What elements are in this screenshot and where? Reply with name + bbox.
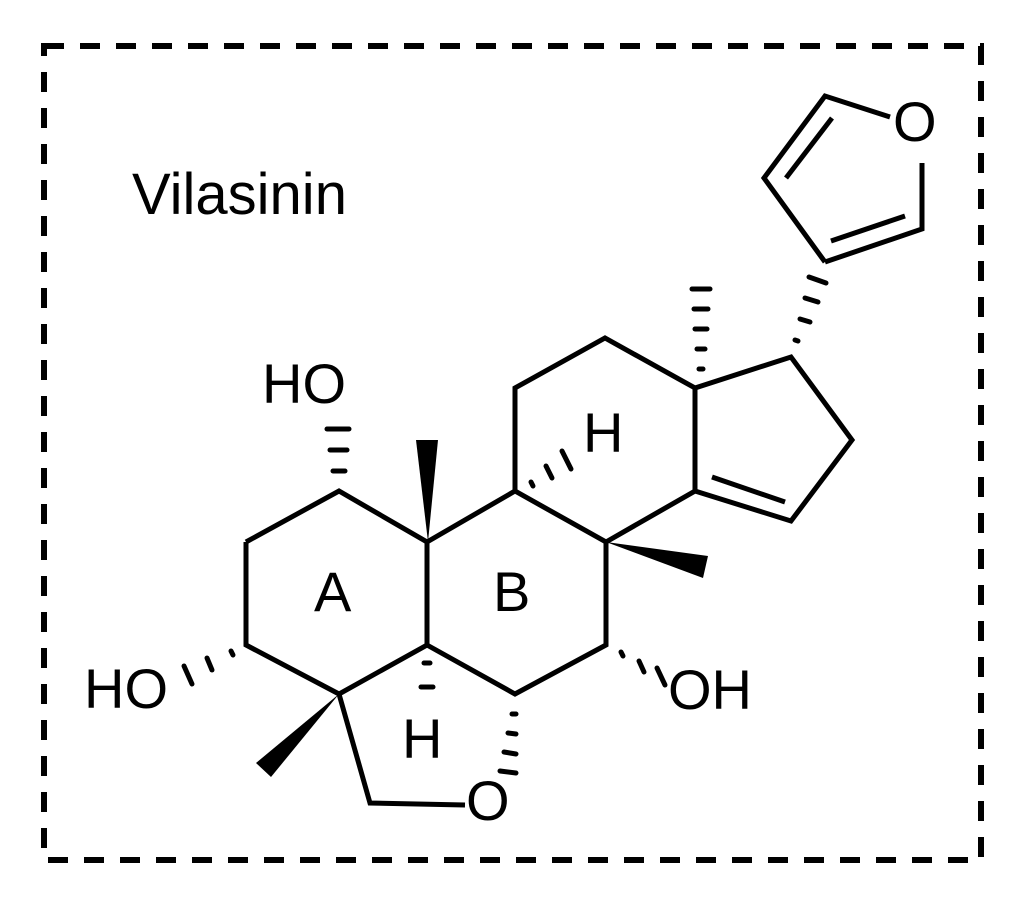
dashed-border	[41, 43, 984, 863]
compound-name: Vilasinin	[132, 162, 347, 227]
ring-label-b: B	[493, 560, 530, 623]
hash-bonds	[181, 274, 829, 776]
hydrogen-c9-label: H	[583, 401, 623, 464]
hydroxyl-c3-label: HO	[84, 657, 168, 720]
hydroxyl-c1-label: HO	[262, 352, 346, 415]
hydrogen-c5-label: H	[402, 707, 442, 770]
ether-oxygen-label: O	[466, 769, 510, 832]
atom-labels: A B HO HO OH H H O O	[84, 90, 937, 832]
skeletal-bonds	[243, 93, 925, 808]
hydroxyl-c7-label: OH	[668, 658, 752, 721]
ring-label-a: A	[314, 560, 352, 623]
furan-oxygen-label: O	[893, 90, 937, 153]
wedge-bonds	[256, 440, 708, 777]
